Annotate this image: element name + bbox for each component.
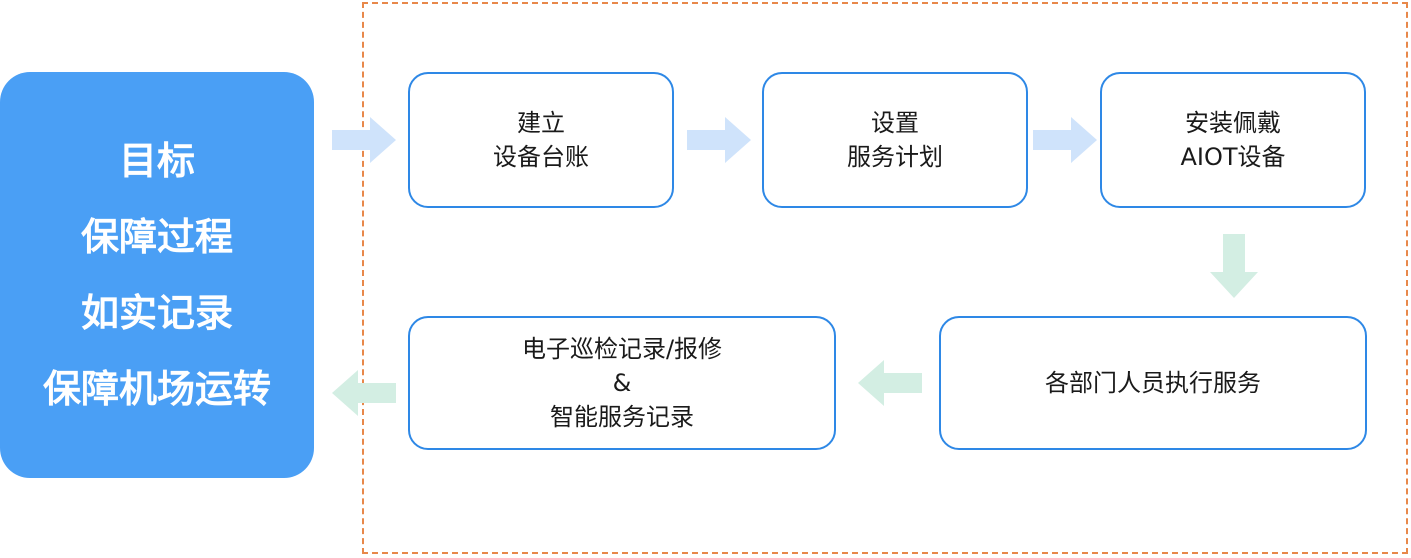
- step-record-line-3: 智能服务记录: [550, 403, 694, 431]
- step-execute-line-1: 各部门人员执行服务: [1045, 369, 1261, 397]
- arrow-goal-to-ledger: [332, 117, 396, 163]
- goal-title: 目标: [118, 139, 195, 183]
- step-ledger: 建立 设备台账: [408, 72, 674, 208]
- goal-line-operation: 保障机场运转: [42, 367, 271, 411]
- step-record: 电子巡检记录/报修 & 智能服务记录: [408, 316, 836, 450]
- goal-panel: 目标 保障过程 如实记录 保障机场运转: [0, 72, 314, 478]
- process-frame: [362, 2, 1408, 554]
- arrow-plan-to-install: [1033, 117, 1097, 163]
- arrow-execute-to-record: [858, 360, 922, 406]
- step-plan-line-2: 服务计划: [847, 143, 943, 171]
- arrow-ledger-to-plan: [687, 117, 751, 163]
- step-record-line-1: 电子巡检记录/报修: [521, 335, 723, 363]
- goal-line-record: 如实记录: [80, 291, 233, 335]
- step-record-line-2: &: [612, 369, 632, 397]
- step-execute: 各部门人员执行服务: [939, 316, 1367, 450]
- arrow-record-to-goal: [332, 370, 396, 416]
- step-install: 安装佩戴 AIOT设备: [1100, 72, 1366, 208]
- step-install-line-1: 安装佩戴: [1185, 109, 1281, 137]
- step-ledger-line-1: 建立: [517, 109, 565, 137]
- goal-line-process: 保障过程: [80, 215, 233, 259]
- step-install-line-2: AIOT设备: [1180, 143, 1286, 171]
- arrow-install-to-execute: [1210, 234, 1258, 298]
- step-plan-line-1: 设置: [871, 109, 919, 137]
- step-plan: 设置 服务计划: [762, 72, 1028, 208]
- step-ledger-line-2: 设备台账: [493, 143, 589, 171]
